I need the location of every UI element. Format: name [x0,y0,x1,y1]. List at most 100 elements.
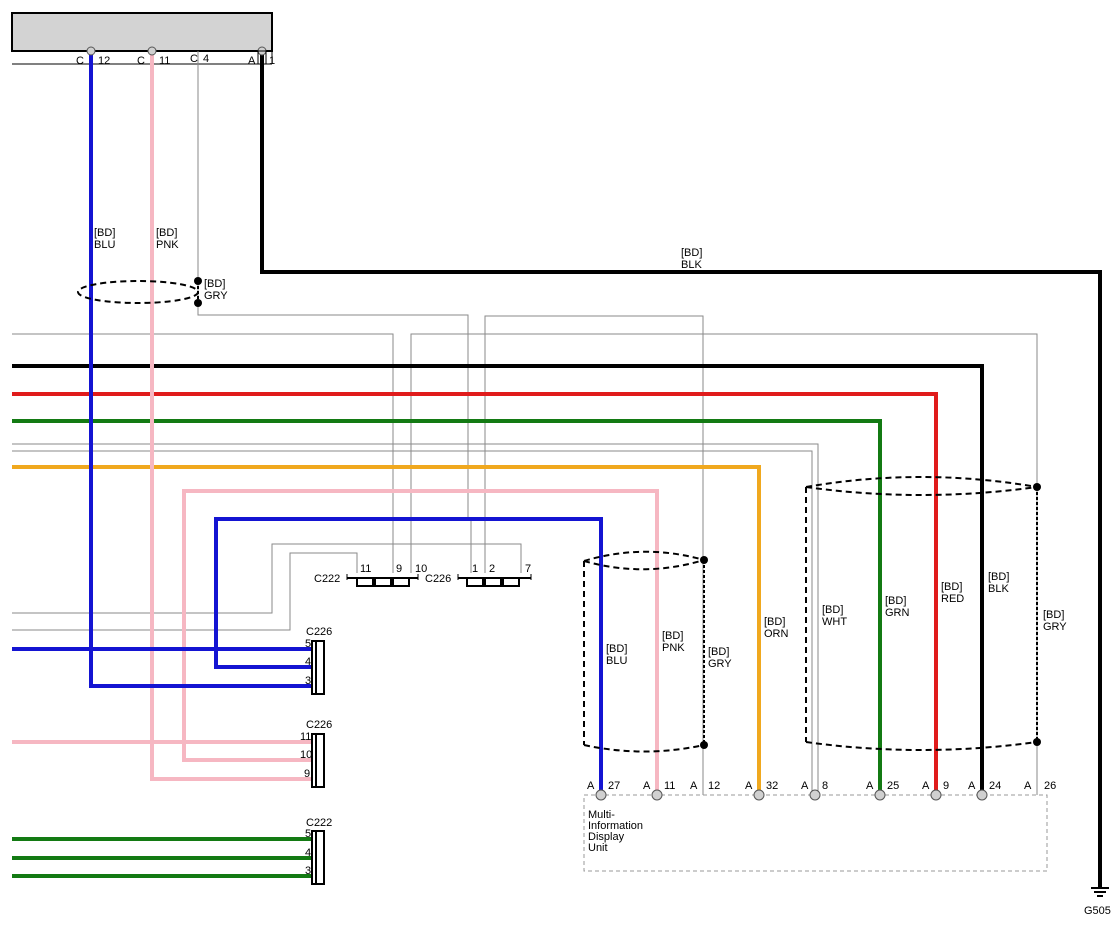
shield-blu-pnk [583,550,708,753]
pin-circle-icon [874,789,886,801]
blk-wire-to-pin-24 [12,364,984,795]
pin-connector: A [690,780,698,792]
splice-dot-icon [1033,738,1041,746]
wire-label-color: ORN [764,628,789,640]
pin-number: 32 [766,780,778,792]
connector-pin: 10 [415,563,427,575]
connector-housing-icon [311,640,325,695]
connector-pin: 11 [360,563,371,575]
shield-top [77,277,202,307]
pin-connector: C [190,53,198,65]
pin-number: 26 [1044,780,1056,792]
pin-circle-icon [147,46,157,56]
wht-wire-a [12,443,819,795]
wire-label-color: BLK [988,583,1009,595]
ground-label: G505 [1084,905,1111,917]
grn-wire-to-pin-25 [12,419,882,795]
wire-label-color: PNK [156,239,179,251]
connector-housing-icon [311,733,325,788]
wire-label-prefix: [BD] [885,595,906,607]
pin-number: 11 [664,780,675,792]
connector-pin: 4 [305,656,311,668]
wire-label-color: WHT [822,616,847,628]
wire-label-color: GRY [204,290,228,302]
gry-wire-to-c222-9 [12,552,358,631]
wire-label-prefix: [BD] [822,604,843,616]
pnk-wire-c226-10-to-pin-11 [182,489,659,795]
pin-circle-icon [595,789,607,801]
display-unit-outline [583,794,1048,872]
connector-pin: 3 [305,865,311,877]
splice-dot-icon [194,277,202,285]
wire-label-prefix: [BD] [662,630,683,642]
wire-label-color: RED [941,593,964,605]
connector-housing-icon [311,830,325,885]
display-unit-name-line: Information [588,820,643,832]
wire-label-color: BLU [606,655,627,667]
inline-connector-c226-a: C226 5 4 3 [305,626,332,695]
shield-ellipse-icon [77,280,199,304]
pin-number: 9 [943,780,949,792]
pin-number: 8 [822,780,828,792]
splice-dot-icon [1033,483,1041,491]
connector-name: C226 [306,626,332,638]
wire-label-prefix: [BD] [156,227,177,239]
pin-circle-icon [651,789,663,801]
wire-label-prefix: [BD] [941,581,962,593]
top-module-pins: C 12 C 11 C 4 A 1 [76,46,275,67]
ground-g505: G505 [1084,887,1111,917]
wire-label-prefix: [BD] [1043,609,1064,621]
pin-number: 25 [887,780,899,792]
connector-cavity-icon [466,577,484,587]
wire-label-prefix: [BD] [606,643,627,655]
orn-wire-to-pin-32 [12,465,761,795]
pnk-wire-top-to-c226-9 [150,51,312,781]
pin-connector: A [922,780,930,792]
connector-pin: 9 [304,768,310,780]
wire-label-color: GRY [1043,621,1067,633]
pin-connector: A [1024,780,1032,792]
pin-circle-icon [809,789,821,801]
connector-cavity-icon [374,577,392,587]
gry-wire-top-to-c226-1 [197,51,472,573]
pin-circle-icon [753,789,765,801]
wire-labels: [BD] BLU [BD] PNK [BD] GRY [BD] BLK [BD]… [94,227,1067,670]
shield-top-arc-icon [805,476,1038,488]
pin-connector: C [76,55,84,67]
wire-label-prefix: [BD] [764,616,785,628]
display-unit: Multi- Information Display Unit A 27 A 1… [583,780,1056,872]
connector-name: C222 [314,573,340,585]
shield-top-arc-icon [583,550,705,562]
pin-number: 27 [608,780,620,792]
wire-label-prefix: [BD] [708,646,729,658]
wht-wire-b [12,450,813,795]
connector-pin: 5 [305,638,311,650]
splice-dot-icon [194,299,202,307]
gry-wire-to-c222-11 [12,333,394,573]
connector-name: C222 [306,817,332,829]
pin-connector: A [745,780,753,792]
connector-pin: 4 [305,847,311,859]
connector-name: C226 [306,719,332,731]
connector-pin: 10 [300,749,312,761]
wire-label-prefix: [BD] [988,571,1009,583]
connector-pin: 3 [305,675,311,687]
wire-label-prefix: [BD] [681,247,702,259]
connector-pin: 11 [300,731,311,743]
connector-name: C226 [425,573,451,585]
pin-connector: A [587,780,595,792]
red-wire-to-pin-9 [12,392,938,795]
blu-wire-top-to-c226-3 [89,51,312,688]
pin-number: 1 [269,55,275,67]
wire-label-color: BLU [94,239,115,251]
wire-label-prefix: [BD] [94,227,115,239]
top-module-body [11,12,273,52]
connector-pin: 1 [472,563,478,575]
colored-wires [12,51,1102,888]
wire-label-color: BLK [681,259,702,271]
pin-number: 24 [989,780,1001,792]
inline-connector-c222-c226: C222 11 9 10 C226 1 2 7 [314,563,532,587]
connector-pin: 2 [489,563,495,575]
gry-wire-c222-10-to-pin-26 [410,333,1038,795]
